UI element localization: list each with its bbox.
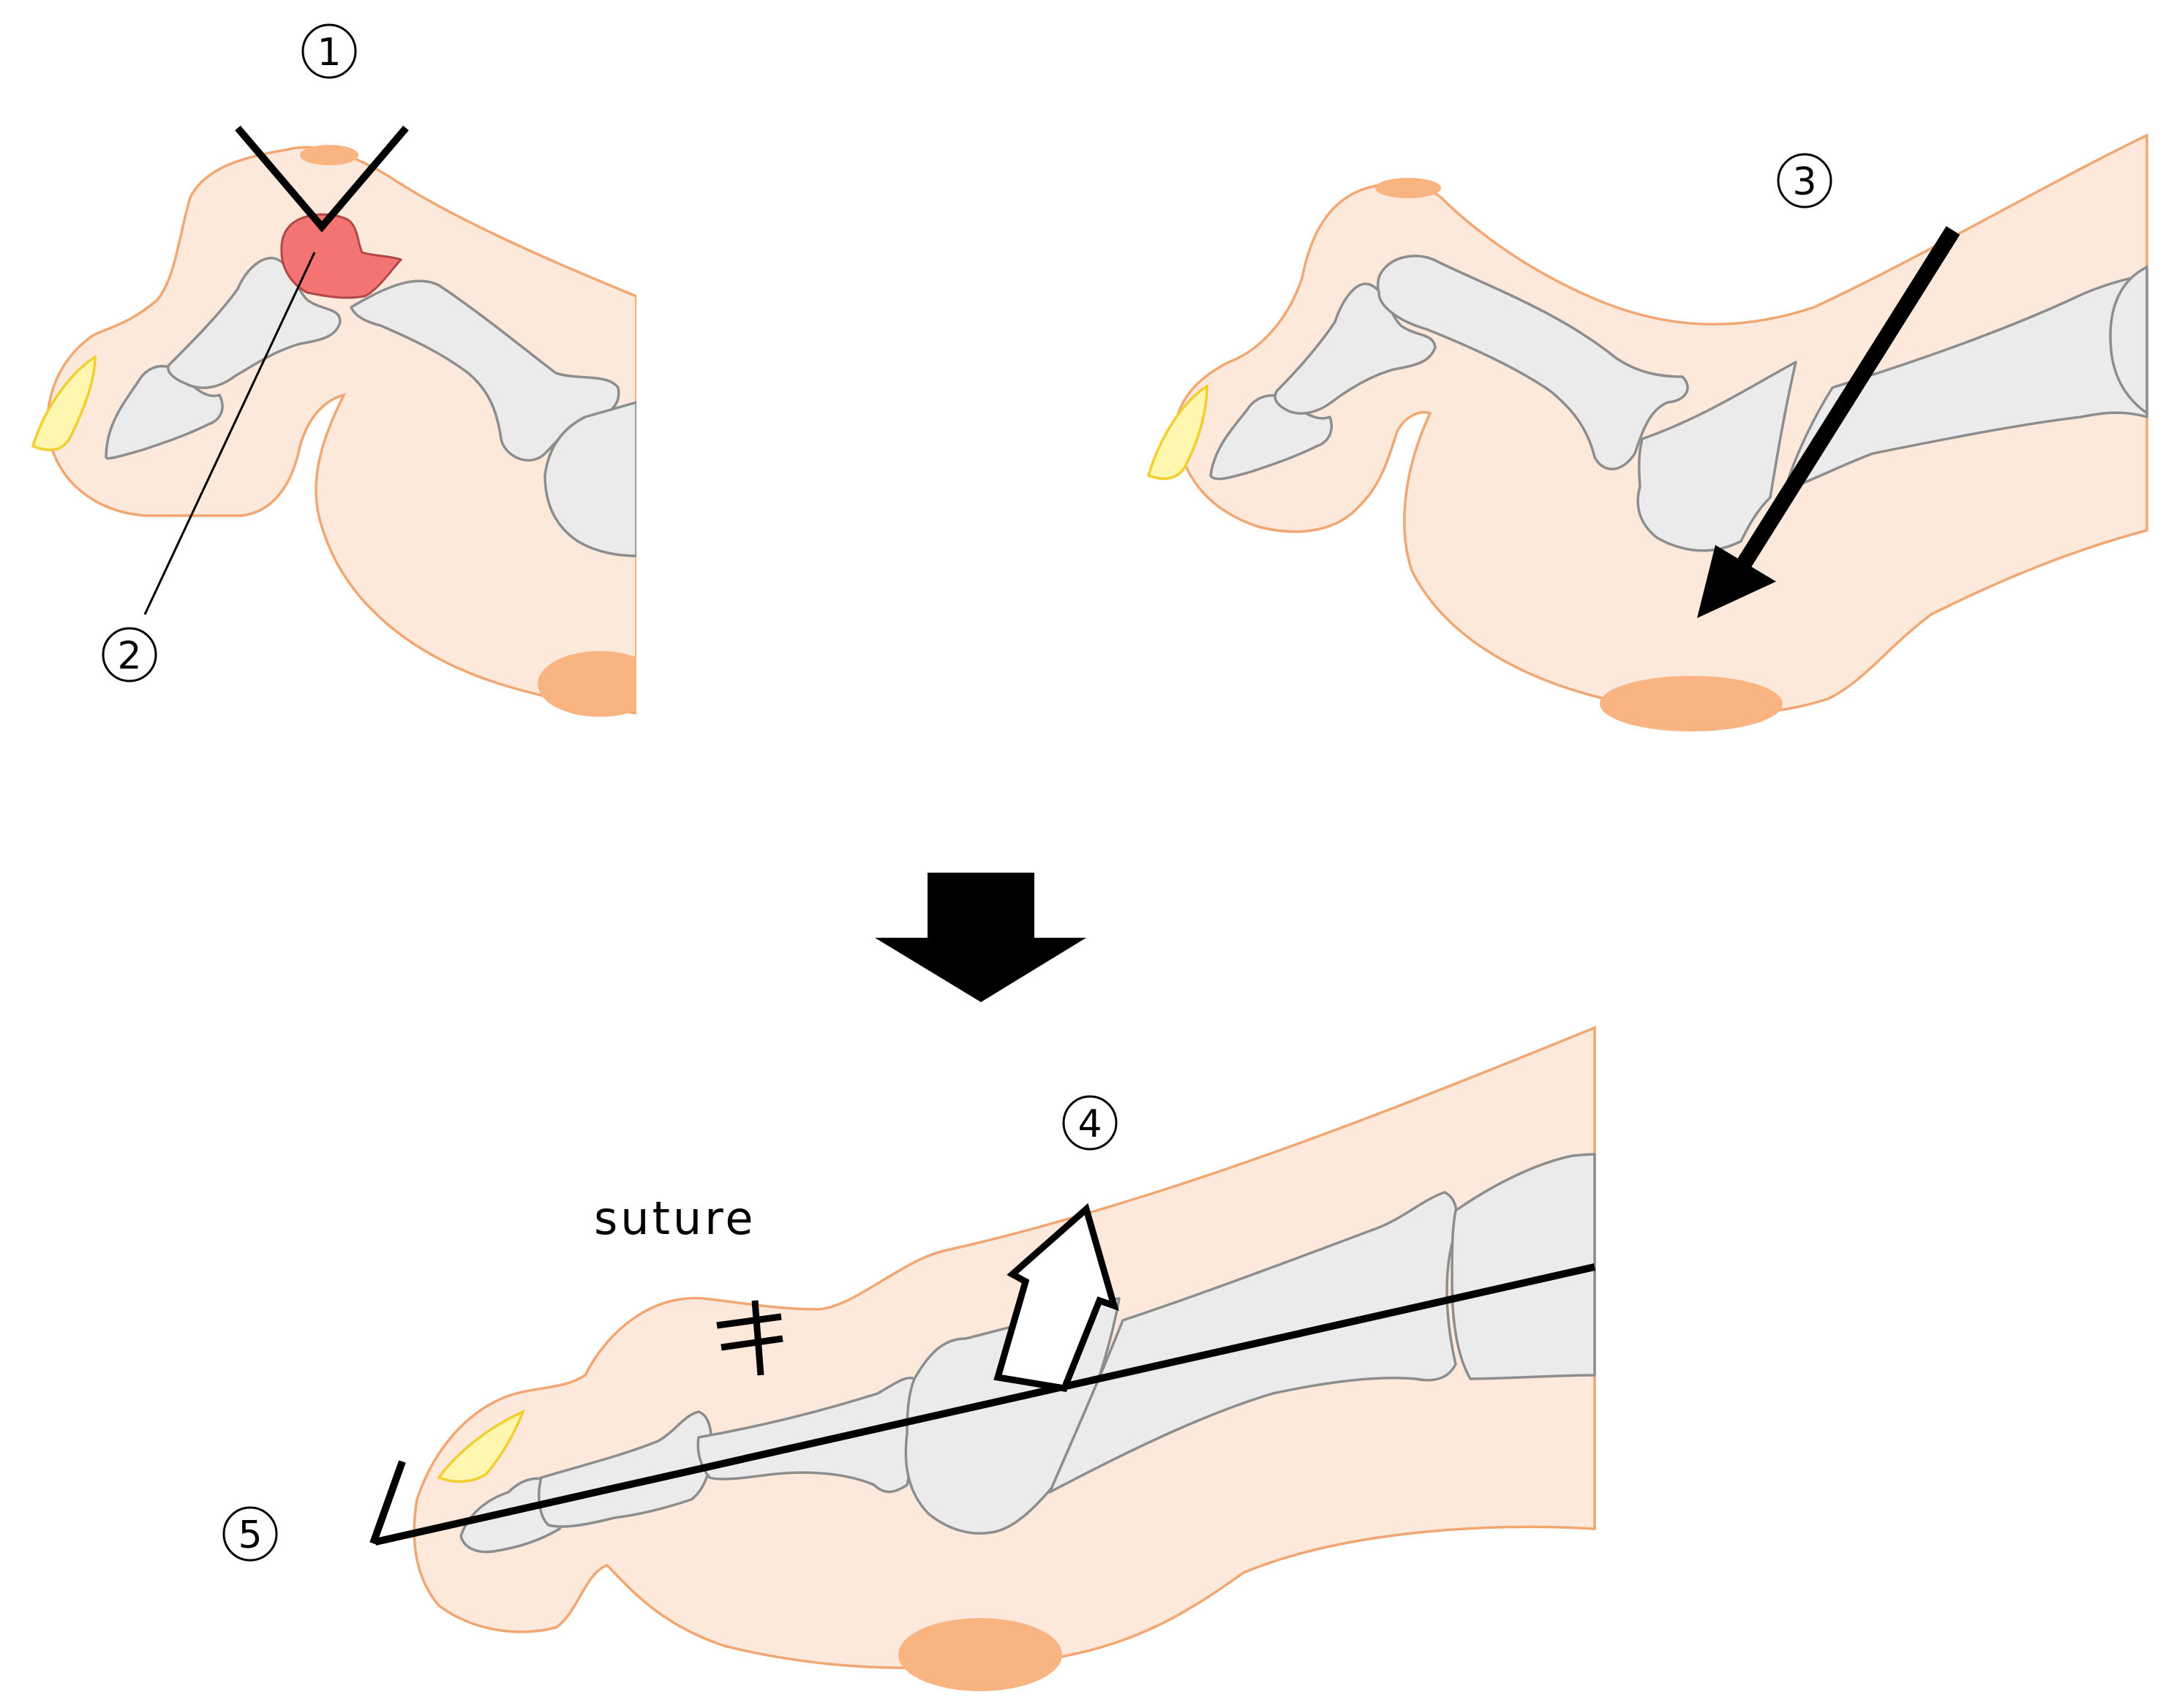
- hollow-up-arrow-icon: [993, 1203, 1119, 1393]
- label-2: 2: [102, 627, 157, 682]
- down-arrow-icon: [875, 873, 1086, 1002]
- cuneiform-bone: [1451, 1153, 1596, 1380]
- toenail: [1146, 383, 1208, 481]
- label-5: 5: [222, 1506, 278, 1562]
- panel-1-toe: 1 2: [31, 23, 636, 717]
- label-5-text: 5: [238, 1513, 262, 1557]
- leader-line-2: [143, 252, 316, 615]
- label-1: 1: [301, 23, 357, 79]
- panel-2-foot: 3: [1146, 133, 2148, 731]
- label-2-text: 2: [117, 634, 141, 678]
- v-incision-mark: [235, 125, 409, 233]
- k-wire-end: [369, 1460, 406, 1545]
- ball-pad: [898, 1618, 1062, 1691]
- label-3: 3: [1777, 153, 1832, 208]
- metatarsal: [544, 401, 636, 557]
- label-4: 4: [1062, 1095, 1118, 1151]
- corn-lesion: [280, 213, 403, 299]
- proximal-phalanx: [1376, 255, 1689, 470]
- cuneiform-bone: [2109, 266, 2148, 415]
- k-wire: [374, 1263, 1596, 1546]
- metatarsal-head-fragment: [1636, 361, 1797, 552]
- distal-phalanx: [105, 364, 224, 460]
- toenail: [437, 1409, 526, 1483]
- label-3-text: 3: [1792, 160, 1816, 204]
- toenail: [31, 354, 97, 451]
- suture-mark: [716, 1300, 783, 1376]
- middle-phalanx: [1274, 282, 1437, 415]
- suture-caption: suture: [594, 1192, 756, 1245]
- ball-pad: [1600, 676, 1783, 731]
- panel-3-corrected-foot: suture 4 5: [222, 1026, 1596, 1691]
- label-1-text: 1: [317, 31, 341, 75]
- ball-pad: [538, 651, 636, 717]
- toe-tip-pad: [300, 145, 358, 165]
- label-4-text: 4: [1077, 1102, 1102, 1146]
- diagonal-arrow-icon: [1697, 226, 1960, 618]
- distal-phalanx: [1209, 394, 1333, 481]
- toe-tip-pad: [1375, 178, 1441, 198]
